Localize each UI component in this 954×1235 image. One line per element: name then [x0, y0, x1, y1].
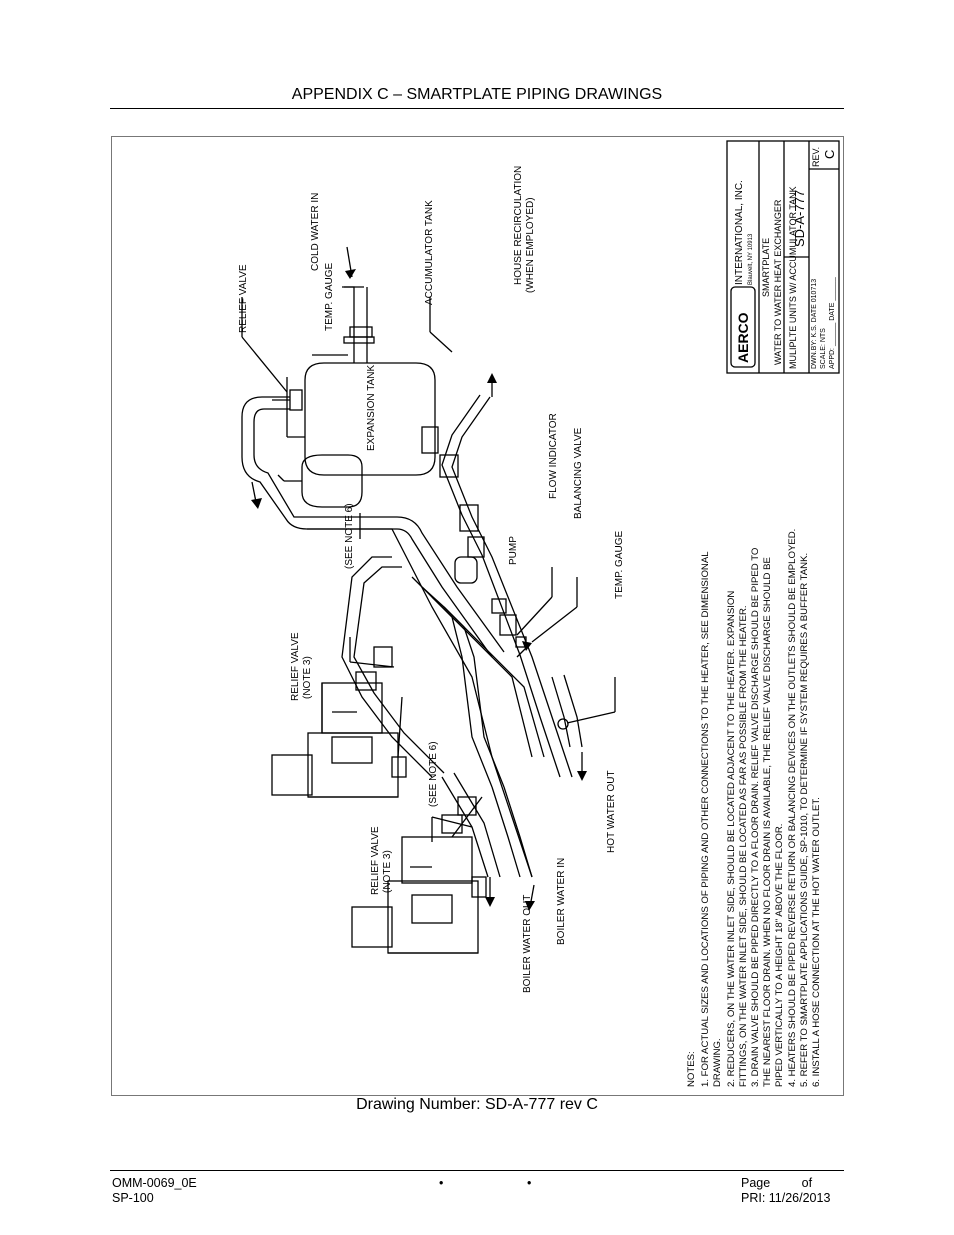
heater-unit-1	[271, 646, 407, 798]
cold-water-pipe	[342, 286, 355, 363]
note-line: PIPED VERTICALLY TO A HEIGHT 18" ABOVE T…	[774, 824, 785, 1087]
expansion-tank	[277, 454, 363, 508]
heater-unit-2	[351, 796, 487, 954]
label-house-recirculation: HOUSE RECIRCULATION	[513, 166, 524, 285]
label-temp-gauge-bottom: TEMP. GAUGE	[614, 531, 625, 599]
note-line: 6. INSTALL A HOSE CONNECTION AT THE HOT …	[811, 797, 822, 1087]
footer-model: SP-100	[112, 1191, 154, 1205]
label-when-employed: (WHEN EMPLOYED)	[525, 197, 536, 293]
pump-body	[454, 556, 478, 584]
title-block-rev: C	[822, 150, 837, 159]
label-boiler-water-out: BOILER WATER OUT	[522, 895, 533, 993]
label-accumulator-tank: ACCUMULATOR TANK	[424, 200, 435, 305]
piping-drawing-svg: RELIEF VALVE COLD WATER IN ACCUMULATOR T…	[238, 140, 840, 1087]
title-block-product: SMARTPLATE	[761, 238, 771, 297]
title-block-dwn-by: DWN.BY: K.S. DATE 010713	[811, 279, 818, 369]
label-cold-water-in: COLD WATER IN	[310, 193, 321, 271]
title-block-description-2: MULIPLTE UNITS W/ ACCUMULATOR TANK	[788, 186, 798, 369]
footer-doc-id: OMM-0069_0E	[112, 1176, 197, 1190]
header-divider	[110, 108, 844, 109]
note-line: 1. FOR ACTUAL SIZES AND LOCATIONS OF PIP…	[700, 551, 711, 1087]
note-line: DRAWING.	[712, 1038, 723, 1087]
note-line: FITTINGS, ON THE WATER INLET SIDE, SHOUL…	[738, 605, 749, 1087]
label-temp-gauge-top: TEMP. GAUGE	[324, 263, 335, 331]
label-hot-water-out: HOT WATER OUT	[606, 770, 617, 853]
title-block-drawing-number: SD-A-777	[792, 190, 807, 247]
notes-heading: NOTES:	[686, 1051, 697, 1087]
label-relief-valve-note3-a: RELIEF VALVE	[290, 632, 301, 701]
note-line: 5. REFER TO SMARTPLATE APPLICATIONS GUID…	[799, 553, 810, 1087]
title-block-address: Blauvelt, NY 10913	[748, 233, 754, 285]
label-see-note-6-b: (SEE NOTE 6)	[428, 741, 439, 807]
title-block-scale: SCALE: NTS	[820, 328, 827, 369]
note-line: 2. REDUCERS, ON THE WATER INLET SIDE, SH…	[726, 591, 737, 1087]
tank-relief-valve	[289, 389, 303, 411]
footer-bullet: •	[439, 1176, 444, 1190]
label-note3-a: (NOTE 3)	[302, 656, 313, 699]
label-relief-valve: RELIEF VALVE	[238, 264, 249, 333]
label-boiler-water-in: BOILER WATER IN	[556, 858, 567, 945]
piping-drawing: RELIEF VALVE COLD WATER IN ACCUMULATOR T…	[111, 136, 844, 1096]
recirc-valve-1	[421, 426, 439, 454]
label-flow-indicator: FLOW INDICATOR	[548, 413, 559, 499]
note-line: THE NEAREST FLOOR DRAIN. WHEN NO FLOOR D…	[762, 557, 773, 1087]
drawing-caption: Drawing Number: SD-A-777 rev C	[356, 1096, 598, 1113]
footer-pri-date: PRI: 11/26/2013	[741, 1191, 831, 1205]
title-block-company: INTERNATIONAL, INC.	[734, 180, 745, 285]
label-pump: PUMP	[508, 536, 519, 565]
note-line: 3. DRAIN VALVE SHOULD BE PIPED DIRECTLY …	[750, 548, 761, 1087]
note-line: 4. HEATERS SHOULD BE PIPED REVERSE RETUR…	[787, 529, 798, 1087]
footer-page-number: Page of	[741, 1176, 813, 1190]
title-block-logo: AERCO	[735, 312, 751, 363]
title-block-appd: APPD: ______ DATE ______	[829, 277, 836, 369]
label-balancing-valve: BALANCING VALVE	[573, 427, 584, 519]
title-block-rev-label: REV.	[811, 147, 821, 167]
accumulator-tank	[286, 362, 436, 476]
page-header-title: APPENDIX C – SMARTPLATE PIPING DRAWINGS	[291, 86, 663, 103]
drawing-notes: NOTES: 1. FOR ACTUAL SIZES AND LOCATIONS…	[686, 529, 822, 1087]
label-expansion-tank: EXPANSION TANK	[366, 365, 377, 451]
footer-bullet: •	[527, 1176, 532, 1190]
label-see-note-6-a: (SEE NOTE 6)	[344, 503, 355, 569]
footer-divider	[110, 1170, 844, 1171]
title-block-description-1: WATER TO WATER HEAT EXCHANGER	[773, 199, 783, 365]
label-relief-valve-note3-b: RELIEF VALVE	[370, 826, 381, 895]
title-block-frame	[726, 140, 840, 374]
aerco-logo	[730, 286, 756, 368]
label-note3-b: (NOTE 3)	[382, 850, 393, 893]
